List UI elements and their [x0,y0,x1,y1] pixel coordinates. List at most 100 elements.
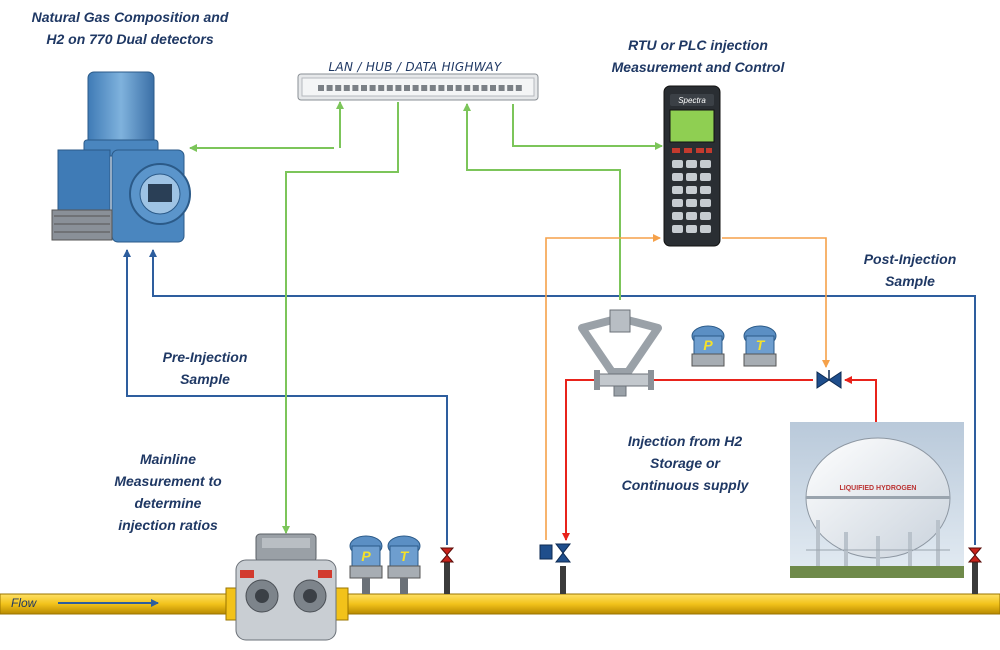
rtu-keypad [672,160,711,233]
rtu-key [672,173,683,181]
pre-injection-line2: Sample [180,371,230,387]
post-injection-label: Post-Injection Sample [850,248,970,292]
post-injection-line1: Post-Injection [863,251,957,267]
mainline-ultrasonic-meter [235,533,337,641]
rtu-key [700,199,711,207]
tank-lettering: LIQUIFIED HYDROGEN [839,485,916,492]
hub-port [318,85,324,91]
rtu-key [700,212,711,220]
rtu-key [700,173,711,181]
mainline-line1: Mainline [139,451,196,467]
h2-temperature-letter: T [756,337,766,353]
mainline-temperature-transmitter: T [387,535,421,594]
analyzer-title: Natural Gas Composition and H2 on 770 Du… [20,6,240,50]
rtu-key [672,199,683,207]
rtu-key [686,225,697,233]
sample-taps [444,560,978,594]
network-lines [189,101,663,534]
hub-port [412,85,419,91]
pre-injection-label: Pre-Injection Sample [150,346,260,390]
hub-port [507,85,514,91]
hub-port [361,85,367,91]
mainline-line4: injection ratios [118,517,218,533]
lan-hub-label: LAN / HUB / DATA HIGHWAY [328,60,502,74]
hub-port [429,85,436,91]
rtu-key [672,186,683,194]
h2-pressure-transmitter: P [691,325,725,367]
rtu-device: Spectra [663,85,721,247]
injection-line3: Continuous supply [621,477,749,493]
hub-port [515,85,522,91]
hub-port [395,85,402,91]
hub-port [438,85,445,91]
rtu-title-line2: Measurement and Control [611,59,785,75]
hub-port [404,85,410,91]
hub-port [464,85,471,91]
hub-port [378,85,385,91]
hub-port [481,85,488,91]
hydrogen-lines [562,376,877,541]
flow-label: Flow [11,596,37,610]
injection-line1: Injection from H2 [627,433,743,449]
pre-injection-line1: Pre-Injection [162,349,248,365]
rtu-key [672,225,683,233]
rtu-key [686,199,697,207]
rtu-key [686,173,697,181]
h2-pressure-letter: P [703,337,713,353]
net-meter-line [282,102,399,534]
mainline-line2: Measurement to [114,473,222,489]
injection-line2: Storage or [649,455,720,471]
rtu-key [672,160,683,168]
rtu-key [700,160,711,168]
injection-label: Injection from H2 Storage or Continuous … [610,430,760,496]
gas-analyzer [51,71,191,243]
hub-port [455,85,462,91]
h2-storage-tank: LIQUIFIED HYDROGEN [790,422,964,578]
injection-valve [539,543,572,563]
post-injection-line2: Sample [885,273,935,289]
rtu-key [686,160,697,168]
analyzer-title-line2: H2 on 770 Dual detectors [46,31,214,47]
lan-hub [297,73,539,101]
signal-rtu-to-valve [722,237,830,368]
rtu-title-line1: RTU or PLC injection [628,37,768,53]
hub-ports [318,85,522,91]
rtu-brand-text: Spectra [678,96,706,105]
h2-storage-to-valve [844,376,877,425]
hub-port [472,85,479,91]
net-rtu-line [512,104,663,150]
hub-port [421,85,428,91]
post-injection-sample-line [149,249,976,545]
rtu-title: RTU or PLC injection Measurement and Con… [598,34,798,78]
signal-rtu-to-injection [545,234,661,540]
hub-port [343,85,350,91]
mainline-pressure-transmitter: P [349,535,383,594]
mainline-line3: determine [134,495,202,511]
hub-port [386,85,393,91]
mainline-temperature-letter: T [400,548,410,564]
h2-meter-to-injection [562,379,597,541]
mainline-pressure-letter: P [361,548,371,564]
net-coriolis-line [463,103,621,300]
h2-temperature-transmitter: T [743,325,777,367]
h2-control-valve [816,370,842,389]
hub-port [447,85,453,91]
analyzer-title-line1: Natural Gas Composition and [31,9,229,25]
rtu-key [686,186,697,194]
rtu-key [686,212,697,220]
post-injection-sample-valve [967,547,983,563]
rtu-key [672,212,683,220]
hub-port [369,85,376,91]
hub-port [326,85,333,91]
hub-port [498,85,505,91]
rtu-key [700,225,711,233]
mainline-label: Mainline Measurement to determine inject… [100,448,236,536]
control-signal-lines [545,234,830,540]
hub-port [490,85,496,91]
pre-injection-sample-valve [439,547,455,563]
rtu-key [700,186,711,194]
hub-port [352,85,359,91]
hub-port [335,85,342,91]
